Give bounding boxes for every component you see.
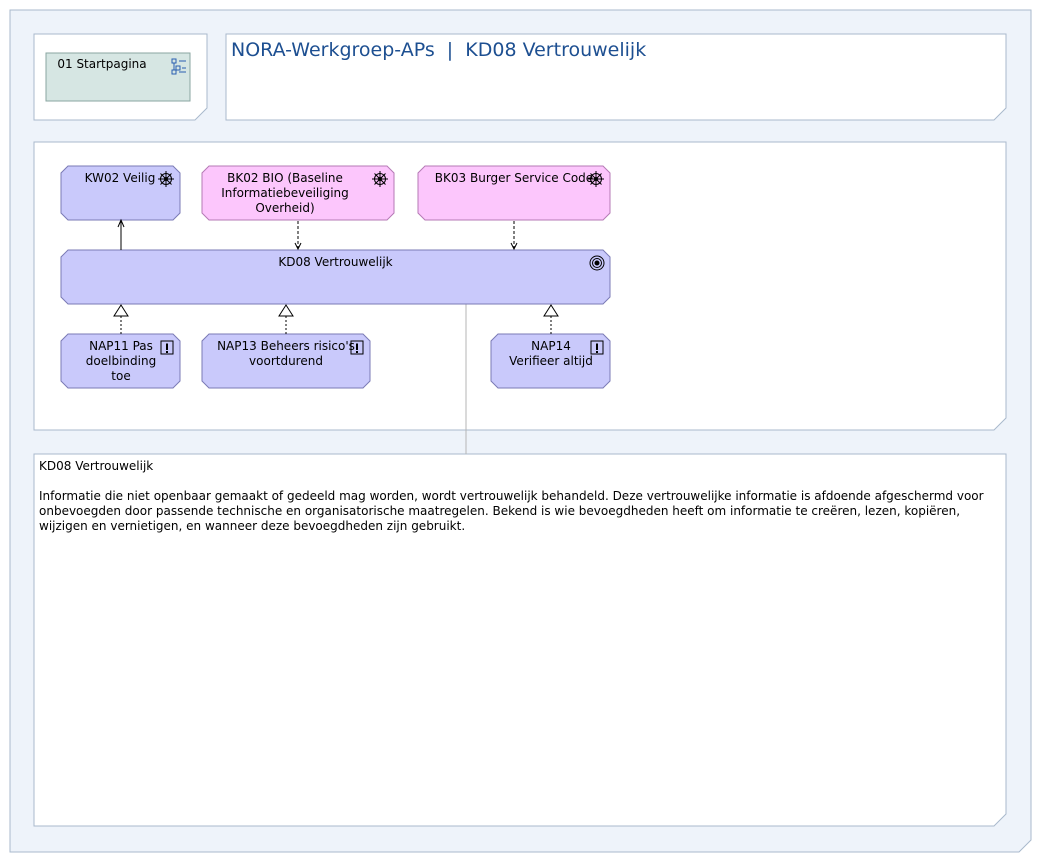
node-kw02[interactable] (60, 165, 181, 221)
node-bk03-label: BK03 Burger Service Code (434, 171, 594, 185)
relation-bk03-kd08 (510, 221, 518, 251)
principle-icon (350, 340, 364, 355)
description-title: KD08 Vertrouwelijk (39, 459, 154, 473)
page-title: NORA-Werkgroep-APs | KD08 Vertrouwelijk (231, 39, 647, 61)
view-icon (171, 58, 186, 75)
driver-icon (372, 171, 388, 187)
driver-icon (158, 171, 174, 187)
node-kd08[interactable] (60, 249, 611, 305)
description-text: Informatie die niet openbaar gemaakt of … (39, 489, 984, 533)
goal-icon (589, 255, 605, 271)
principle-icon (590, 340, 604, 355)
node-bk02[interactable] (201, 165, 395, 221)
relation-bk02-kd08 (294, 221, 302, 251)
node-bk03[interactable] (417, 165, 611, 221)
home-button[interactable] (45, 52, 191, 102)
node-bk02-label: BK02 BIO (Baseline Informatiebeveiliging… (221, 171, 349, 215)
driver-icon (588, 171, 604, 187)
node-nap11[interactable] (60, 333, 181, 389)
description-panel (33, 453, 1007, 827)
relation-nap14-kd08 (543, 304, 559, 334)
node-nap14-label: NAP14 Verifieer altijd (509, 339, 593, 368)
node-nap11-label: NAP11 Pas doelbinding toe (85, 339, 157, 383)
relation-kd08-kw02 (117, 218, 125, 250)
node-kd08-label: KD08 Vertrouwelijk (278, 255, 393, 269)
node-kw02-label: KW02 Veilig (84, 171, 156, 185)
relation-nap11-kd08 (113, 304, 129, 334)
principle-icon (160, 340, 174, 355)
home-button-label[interactable]: 01 Startpagina (57, 57, 147, 71)
node-nap13-label: NAP13 Beheers risico's voortdurend (217, 339, 355, 368)
node-nap13[interactable] (201, 333, 371, 389)
node-nap14[interactable] (490, 333, 611, 389)
relation-nap13-kd08 (278, 304, 294, 334)
title-panel (225, 33, 1007, 121)
